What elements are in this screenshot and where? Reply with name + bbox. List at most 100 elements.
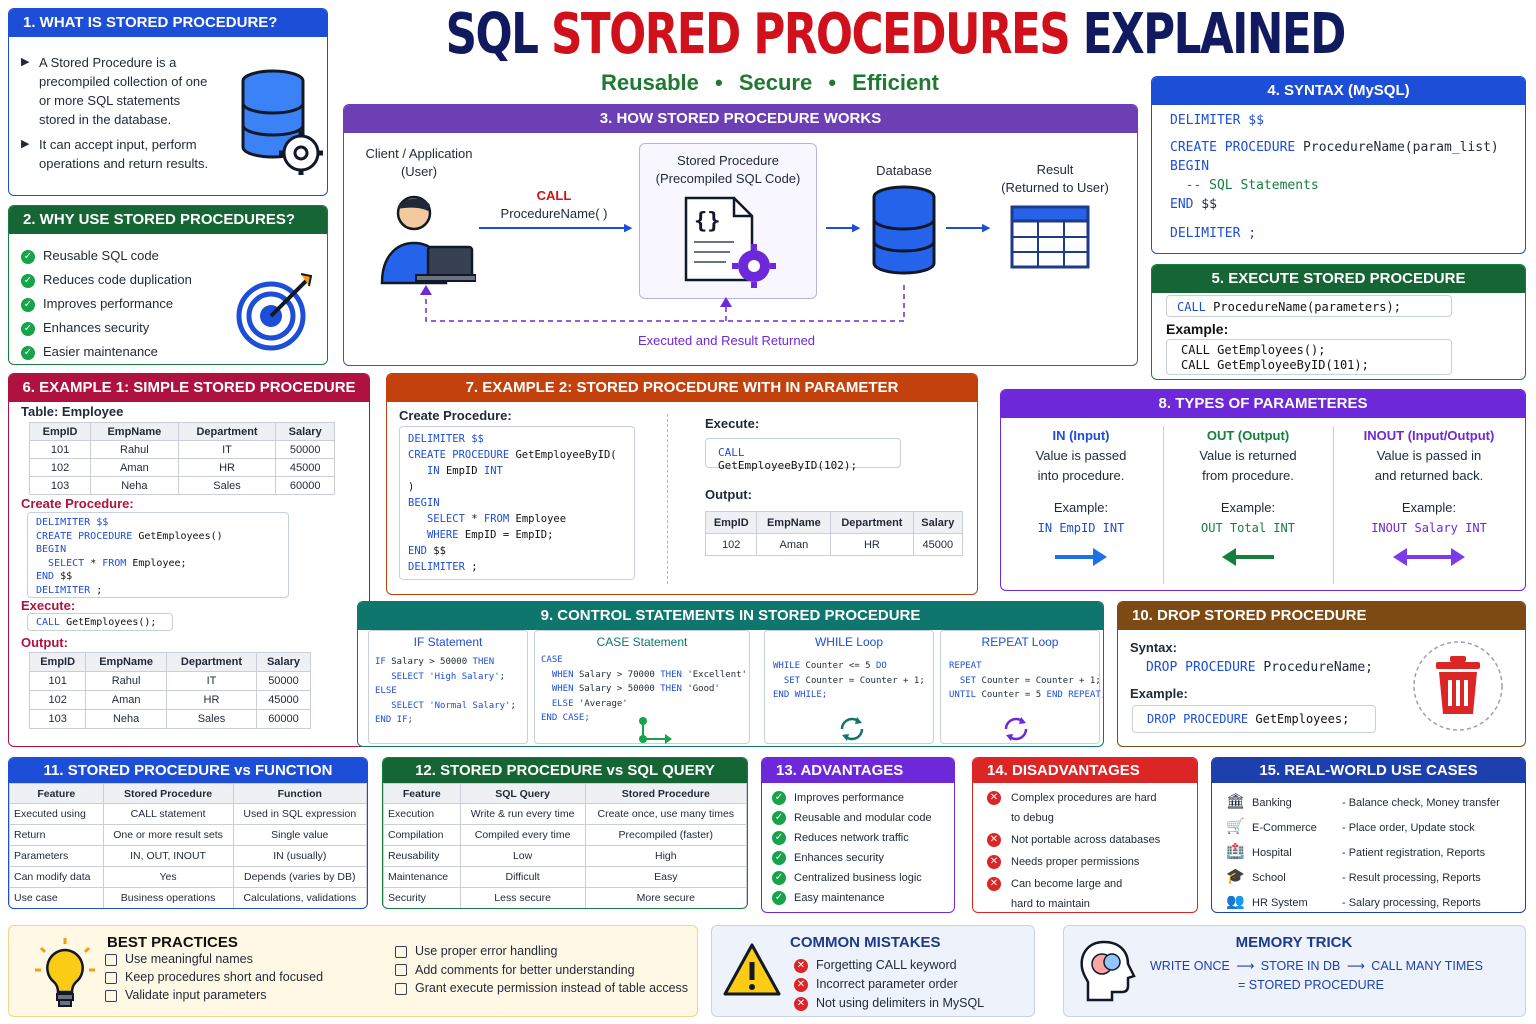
- divider: [1333, 426, 1334, 584]
- checkbox-icon: [395, 982, 407, 995]
- check-icon: ✓: [21, 249, 35, 264]
- arrow-both-icon: [1393, 548, 1465, 566]
- x-icon: ✕: [794, 958, 808, 973]
- section-11-title: 11. STORED PROCEDURE vs FUNCTION: [9, 758, 367, 783]
- check-icon: ✓: [21, 273, 35, 288]
- use-case-item: 🛒E-Commerce- Place order, Update stock: [1226, 818, 1475, 835]
- repeat-loop-card: REPEAT Loop REPEAT SET Counter = Counter…: [940, 630, 1103, 744]
- bank-icon: 🏛: [1226, 793, 1246, 810]
- branch-icon: [639, 717, 672, 744]
- subtitle-reusable: Reusable: [601, 70, 699, 95]
- checkbox-icon: [105, 971, 117, 984]
- advantages-list: ✓Improves performance ✓Reusable and modu…: [772, 788, 932, 908]
- benefit-item: ✓Enhances security: [21, 316, 192, 340]
- advantage-item: ✓Reusable and modular code: [772, 808, 932, 828]
- use-case-item: 👥HR System- Salary processing, Reports: [1226, 893, 1481, 910]
- create-label: Create Procedure:: [399, 408, 512, 423]
- memory-trick-title: MEMORY TRICK: [1235, 934, 1353, 951]
- capability-text: ▶ It can accept input, perform operation…: [21, 137, 209, 171]
- divider: [1163, 426, 1164, 584]
- section-4-title: 4. SYNTAX (MySQL): [1152, 77, 1525, 105]
- title-part-1: SQL: [445, 2, 551, 67]
- section-how-it-works: 3. HOW STORED PROCEDURE WORKS Client / A…: [343, 104, 1138, 366]
- section-memory-trick: MEMORY TRICK WRITE ONCE ⟶ STORE IN DB ⟶ …: [1063, 925, 1526, 1017]
- use-case-item: 🏥Hospital- Patient registration, Reports: [1226, 843, 1486, 860]
- section-example-1: 6. EXAMPLE 1: SIMPLE STORED PROCEDURE Ta…: [8, 373, 370, 747]
- mistake-item: ✕Forgetting CALL keyword: [794, 956, 984, 975]
- check-icon: ✓: [772, 831, 786, 846]
- section-13-title: 13. ADVANTAGES: [762, 758, 954, 783]
- check-icon: ✓: [21, 297, 35, 312]
- check-icon: ✓: [772, 811, 786, 826]
- repeat-icon: [1004, 717, 1028, 741]
- section-10-title: 10. DROP STORED PROCEDURE: [1118, 602, 1525, 630]
- advantage-item: ✓Centralized business logic: [772, 868, 932, 888]
- if-statement-card: IF Statement IF Salary > 50000 THEN SELE…: [368, 630, 528, 744]
- section-14-title: 14. DISADVANTAGES: [973, 758, 1197, 783]
- section-sp-vs-function: 11. STORED PROCEDURE vs FUNCTION Feature…: [8, 757, 368, 909]
- section-control-statements: 9. CONTROL STATEMENTS IN STORED PROCEDUR…: [357, 601, 1104, 747]
- code-file-gear-icon: {}: [684, 196, 776, 288]
- stored-procedure-box: Stored Procedure(Precompiled SQL Code) {…: [639, 143, 817, 299]
- mistake-item: ✕Not using delimiters in MySQL: [794, 994, 984, 1013]
- loop-icon: [840, 717, 864, 741]
- execute-label: Execute:: [705, 416, 760, 431]
- create-label: Create Procedure:: [21, 496, 134, 511]
- practice-item: Validate input parameters: [105, 986, 323, 1004]
- section-5-title: 5. EXECUTE STORED PROCEDURE: [1152, 265, 1525, 293]
- practice-item: Keep procedures short and focused: [105, 968, 323, 986]
- section-advantages: 13. ADVANTAGES ✓Improves performance ✓Re…: [761, 757, 955, 913]
- bullet-icon: ▶: [21, 138, 30, 150]
- disadvantage-item: ✕Not portable across databases: [987, 832, 1160, 848]
- practice-item: Use meaningful names: [105, 950, 323, 968]
- x-icon: ✕: [987, 833, 1001, 847]
- target-icon: [236, 273, 313, 351]
- database-icon: [872, 185, 936, 275]
- user-laptop-icon: [380, 195, 476, 285]
- x-icon: ✕: [987, 877, 1001, 891]
- brain-head-icon: [1080, 940, 1136, 1002]
- section-1-title: 1. WHAT IS STORED PROCEDURE?: [9, 9, 327, 37]
- trash-icon: [1413, 641, 1503, 731]
- lightbulb-icon: [35, 938, 95, 1007]
- section-drop: 10. DROP STORED PROCEDURE Syntax: DROP P…: [1117, 601, 1526, 747]
- check-icon: ✓: [21, 345, 35, 360]
- call-label: CALL ProcedureName( ): [500, 188, 608, 221]
- execute-syntax-code: CALL ProcedureName(parameters);: [1166, 295, 1452, 317]
- mistakes-list: ✕Forgetting CALL keyword ✕Incorrect para…: [794, 956, 984, 1013]
- check-icon: ✓: [772, 871, 786, 886]
- use-case-item: 🎓School- Result processing, Reports: [1226, 868, 1481, 885]
- mistake-item: ✕Incorrect parameter order: [794, 975, 984, 994]
- section-execute: 5. EXECUTE STORED PROCEDURE CALL Procedu…: [1151, 264, 1526, 380]
- case-statement-card: CASE Statement CASE WHEN Salary > 70000 …: [534, 630, 750, 744]
- output-label: Output:: [705, 487, 752, 502]
- section-best-practices: BEST PRACTICES Use meaningful names Keep…: [8, 925, 698, 1017]
- section-example-2: 7. EXAMPLE 2: STORED PROCEDURE WITH IN P…: [386, 373, 978, 595]
- example-label: Example:: [1130, 686, 1188, 701]
- disadvantage-item: ✕Needs proper permissions: [987, 854, 1160, 870]
- cart-icon: 🛒: [1226, 818, 1245, 835]
- section-syntax: 4. SYNTAX (MySQL) DELIMITER $$ CREATE PR…: [1151, 76, 1526, 254]
- checkbox-icon: [105, 953, 117, 966]
- advantage-item: ✓Improves performance: [772, 788, 932, 808]
- arrow-right-icon: ⟶: [1236, 959, 1255, 973]
- execute-label: Execute:: [21, 598, 76, 613]
- section-9-title: 9. CONTROL STATEMENTS IN STORED PROCEDUR…: [358, 602, 1103, 630]
- output-label: Output:: [21, 635, 68, 650]
- arrow-head-icon: ▶: [852, 222, 861, 234]
- database-gear-icon: [241, 69, 323, 175]
